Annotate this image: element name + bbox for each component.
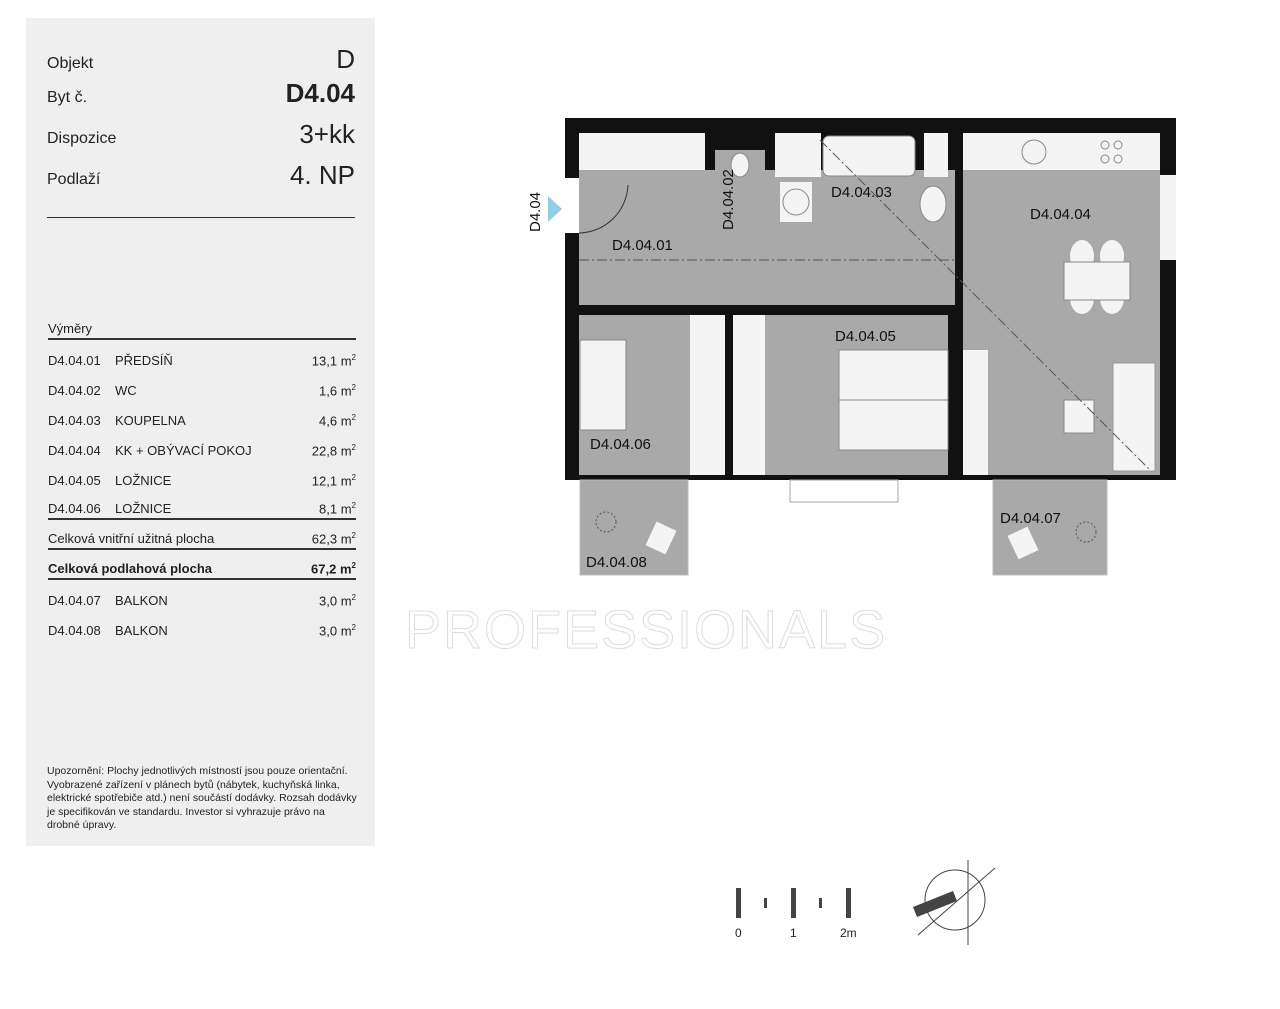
coffee-table-icon <box>1063 399 1095 434</box>
room-code: D4.04.07 <box>48 593 101 608</box>
objekt-row: Objekt D <box>47 44 355 75</box>
floor-total-row: Celková podlahová plocha 67,2 m2 <box>48 550 356 580</box>
room-name: LOŽNICE <box>115 501 172 516</box>
areas-table: Výměry D4.04.01 PŘEDSÍŇ 13,1 m2 D4.04.02 WC 1… <box>48 321 356 640</box>
area-row: D4.04.02 WC 1,6 m2 <box>48 370 356 400</box>
disclaimer-note: Upozornění: Plochy jednotlivých místnost… <box>47 765 357 831</box>
wardrobe-06 <box>690 315 725 475</box>
header-divider <box>47 217 355 218</box>
wardrobe-05 <box>733 315 765 475</box>
single-bed-icon <box>579 339 627 431</box>
room-name: LOŽNICE <box>115 473 172 488</box>
dispozice-label: Dispozice <box>47 130 117 147</box>
byt-row: Byt č. D4.04 <box>47 78 355 109</box>
objekt-label: Objekt <box>47 55 94 72</box>
area-row: D4.04.05 LOŽNICE 12,1 m2 <box>48 460 356 490</box>
bathtub-icon <box>822 135 916 177</box>
room-area: 13,1 m2 <box>311 352 356 368</box>
room-code: D4.04.06 <box>48 501 101 516</box>
area-row: D4.04.08 BALKON 3,0 m2 <box>48 610 356 640</box>
room-label-05: D4.04.05 <box>835 328 896 345</box>
room-area: 8,1 m2 <box>319 500 356 516</box>
room-label-06: D4.04.06 <box>590 436 651 453</box>
info-panel: Objekt D Byt č. D4.04 Dispozice 3+kk Pod… <box>26 18 375 846</box>
scale-bar <box>736 888 851 918</box>
watermark: PROFESSIONALS <box>404 600 888 661</box>
shower <box>775 133 821 177</box>
living-wardrobe <box>963 350 988 475</box>
plant-icon <box>595 511 617 533</box>
room-name: BALKON <box>115 623 168 638</box>
area-row: D4.04.07 BALKON 3,0 m2 <box>48 580 356 610</box>
area-row: D4.04.06 LOŽNICE 8,1 m2 <box>48 490 356 520</box>
toilet-icon <box>730 152 750 178</box>
byt-value: D4.04 <box>285 78 355 108</box>
room-area: 22,8 m2 <box>311 442 356 458</box>
room-name: WC <box>115 383 137 398</box>
room-label-02: D4.04.02 <box>720 169 737 230</box>
podlazi-value: 4. NP <box>289 160 355 190</box>
window-living <box>1160 175 1176 260</box>
kitchen-counter <box>963 133 1160 170</box>
washer-icon <box>780 182 812 222</box>
room-name: BALKON <box>115 593 168 608</box>
scale-label-1: 1 <box>790 926 797 940</box>
dining-table-icon <box>1063 240 1131 314</box>
room-label-01: D4.04.01 <box>612 237 673 254</box>
room-area: 3,0 m2 <box>319 592 356 608</box>
objekt-value: D <box>336 44 355 74</box>
bath-cabinet <box>924 133 948 177</box>
kitchen-sink-icon <box>1021 139 1047 165</box>
room-label-04: D4.04.04 <box>1030 206 1091 223</box>
room-label-03: D4.04.03 <box>831 184 892 201</box>
dispozice-row: Dispozice 3+kk <box>47 119 355 150</box>
room-code: D4.04.05 <box>48 473 101 488</box>
room-code: D4.04.02 <box>48 383 101 398</box>
area-row: D4.04.04 KK + OBÝVACÍ POKOJ 22,8 m2 <box>48 430 356 460</box>
room-code: D4.04.04 <box>48 443 101 458</box>
floor-total-label: Celková podlahová plocha <box>48 561 212 576</box>
washer-drum-icon <box>782 188 810 216</box>
door-swing <box>578 184 629 234</box>
cooktop-icon <box>1100 140 1123 164</box>
inner-total-label: Celková vnitřní užitná plocha <box>48 531 215 546</box>
room-label-07: D4.04.07 <box>1000 510 1061 527</box>
scale-label-2m: 2m <box>840 926 857 940</box>
entrance-label: D4.04 <box>527 192 544 232</box>
scale-label-0: 0 <box>735 926 742 940</box>
room-area: 1,6 m2 <box>319 382 356 398</box>
hall-wardrobe <box>579 133 705 170</box>
room-name: KOUPELNA <box>115 413 186 428</box>
entrance-arrow-icon <box>548 196 562 222</box>
plant-icon <box>1075 521 1097 543</box>
room-name: PŘEDSÍŇ <box>115 353 173 368</box>
section-line <box>819 139 1151 471</box>
area-row: D4.04.01 PŘEDSÍŇ 13,1 m2 <box>48 340 356 370</box>
room-code: D4.04.01 <box>48 353 101 368</box>
chair-icon <box>1007 526 1039 560</box>
north-arrow-icon <box>913 860 996 945</box>
room-area: 3,0 m2 <box>319 622 356 638</box>
window-bedroom <box>789 479 899 503</box>
sofa-icon <box>1112 362 1156 472</box>
room-area: 12,1 m2 <box>311 472 356 488</box>
room-name: KK + OBÝVACÍ POKOJ <box>115 443 252 458</box>
sink-icon <box>919 185 947 223</box>
inner-total-value: 62,3 m2 <box>311 530 356 546</box>
area-row: D4.04.03 KOUPELNA 4,6 m2 <box>48 400 356 430</box>
chair-icon <box>645 521 677 555</box>
balcony-07 <box>992 479 1108 576</box>
byt-label: Byt č. <box>47 89 88 106</box>
inner-total-row: Celková vnitřní užitná plocha 62,3 m2 <box>48 520 356 550</box>
entrance-door <box>565 178 579 233</box>
areas-title: Výměry <box>48 321 356 340</box>
room-code: D4.04.03 <box>48 413 101 428</box>
dispozice-value: 3+kk <box>299 119 355 149</box>
room-area: 4,6 m2 <box>319 412 356 428</box>
floor-total-value: 67,2 m2 <box>311 560 356 576</box>
room-label-08: D4.04.08 <box>586 554 647 571</box>
room-code: D4.04.08 <box>48 623 101 638</box>
podlazi-label: Podlaží <box>47 171 101 188</box>
podlazi-row: Podlaží 4. NP <box>47 160 355 191</box>
